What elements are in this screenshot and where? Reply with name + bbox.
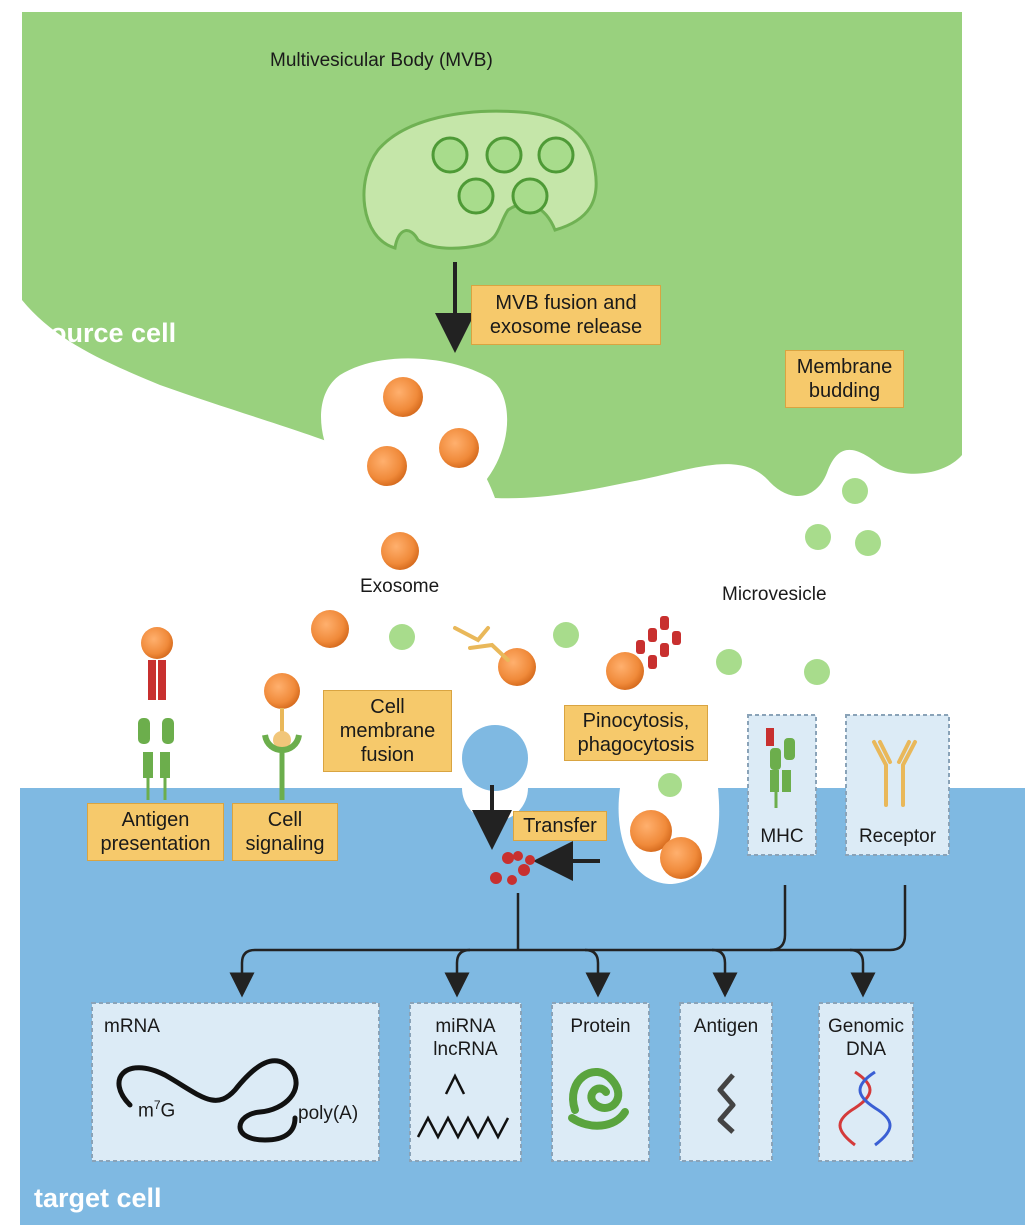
receptor-label: Receptor	[858, 826, 937, 847]
dna-helix-icon	[838, 1070, 892, 1147]
mrna-title: mRNA	[104, 1016, 160, 1037]
distribution-arrows	[229, 948, 876, 998]
source-cell-label: source cell	[35, 318, 177, 348]
transferred-cargo	[490, 851, 535, 885]
antigen-zigzag-icon	[717, 1073, 736, 1134]
protein-label: Protein	[570, 1016, 631, 1037]
floating-mhc	[636, 616, 681, 669]
microvesicles	[389, 478, 881, 797]
transfer-tag: Transfer	[513, 811, 607, 841]
mvb-vesicles	[431, 136, 575, 215]
antigen-complex	[138, 660, 174, 800]
mrna-squiggle-icon	[116, 1058, 299, 1143]
mirna-hairpin-icon	[444, 1073, 466, 1095]
exosomes	[141, 377, 702, 879]
mrna-cap-label: m7G	[138, 1098, 176, 1122]
mrna-tail-label: poly(A)	[298, 1103, 359, 1124]
source-cell-body	[22, 12, 962, 499]
mhc-glyph	[766, 728, 795, 808]
mhc-label: MHC	[760, 826, 804, 847]
exosome-label: Exosome	[360, 576, 440, 597]
lncrna-wave-icon	[416, 1115, 510, 1140]
protein-coil-icon	[568, 1068, 629, 1130]
exosome-release-pocket	[321, 358, 508, 521]
microvesicle-label: Microvesicle	[722, 584, 827, 605]
mvb-label: Multivesicular Body (MVB)	[270, 50, 493, 71]
receptor-glyph	[872, 740, 917, 807]
antigen-label: Antigen	[693, 1016, 759, 1037]
distribution-lines	[255, 885, 907, 952]
receptor-box	[845, 714, 950, 856]
signaling-complex	[262, 708, 302, 800]
pinocytosis-tag: Pinocytosis,phagocytosis	[564, 705, 708, 761]
fusion-bulb	[462, 725, 528, 791]
target-cell-label: target cell	[34, 1183, 162, 1213]
cargo-boxes	[91, 1002, 914, 1162]
free-receptor	[453, 626, 510, 662]
